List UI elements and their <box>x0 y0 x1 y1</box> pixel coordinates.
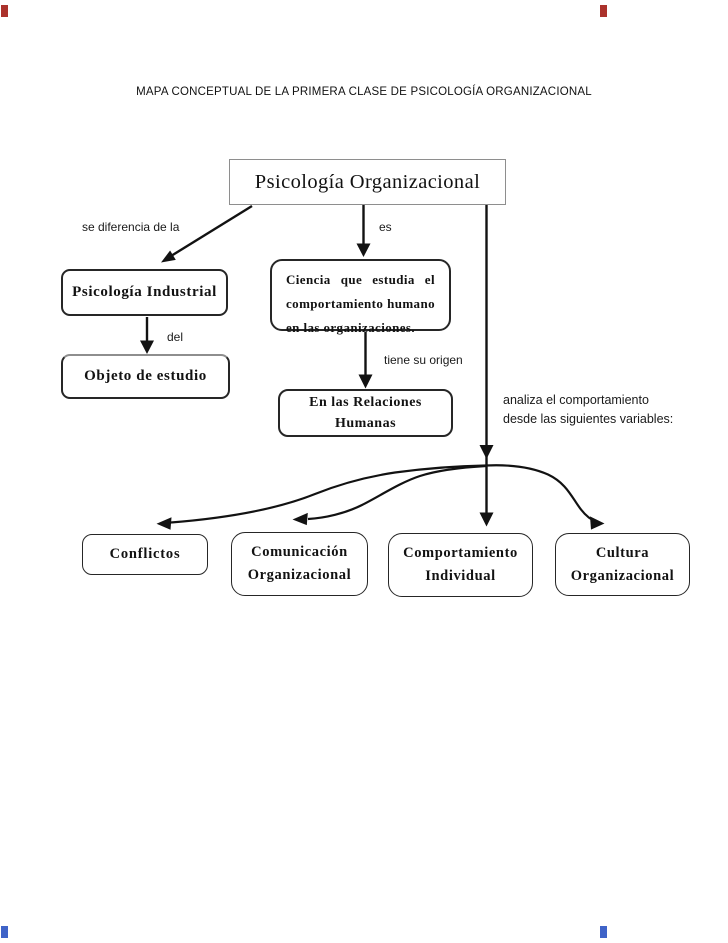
node-label: Conflictos <box>109 546 181 562</box>
arrowhead-cultura <box>590 516 605 530</box>
arrowhead-comportamiento <box>479 512 494 527</box>
arrowhead-relaciones <box>358 374 373 389</box>
arrowhead-objeto <box>140 340 154 354</box>
edge-junction-to-conflictos <box>170 464 487 524</box>
corner-mark-bottom-left <box>1 926 8 938</box>
edge-label-tiene-su-origen: tiene su origen <box>384 353 463 367</box>
corner-mark-bottom-right <box>600 926 607 938</box>
edge-label-analiza-line1: analiza el comportamiento <box>503 393 649 407</box>
edge-label-se-diferencia: se diferencia de la <box>82 220 180 234</box>
edge-junction-to-comunicacion <box>307 464 487 521</box>
node-label: Objeto de estudio <box>84 368 207 384</box>
node-label: Psicología Organizacional <box>254 170 481 193</box>
node-label: Ciencia que estudia el comportamiento hu… <box>286 272 435 335</box>
node-ciencia-definicion: Ciencia que estudia el comportamiento hu… <box>270 259 451 335</box>
corner-mark-top-left <box>1 5 8 17</box>
arrowhead-conflictos <box>156 517 172 530</box>
arrowhead-ciencia <box>356 243 371 257</box>
node-psicologia-industrial: Psicología Industrial <box>61 269 228 316</box>
edge-label-analiza: analiza el comportamiento desde las sigu… <box>503 391 673 429</box>
edge-main-to-industrial <box>170 204 253 258</box>
arrowhead-junction <box>479 445 494 459</box>
node-objeto-de-estudio: Objeto de estudio <box>61 354 230 399</box>
arrowhead-comunicacion <box>292 512 308 526</box>
page-title: MAPA CONCEPTUAL DE LA PRIMERA CLASE DE P… <box>136 86 592 98</box>
corner-mark-top-right <box>600 5 607 17</box>
arrowhead-industrial <box>161 250 176 263</box>
edge-label-del: del <box>167 330 184 344</box>
edge-label-es: es <box>379 220 392 234</box>
node-psicologia-organizacional: Psicología Organizacional <box>229 159 506 205</box>
edge-junction-to-cultura <box>485 464 598 524</box>
edge-label-analiza-line2: desde las siguientes variables: <box>503 412 674 426</box>
node-label: Psicología Industrial <box>72 284 217 300</box>
node-conflictos: Conflictos <box>82 534 208 575</box>
